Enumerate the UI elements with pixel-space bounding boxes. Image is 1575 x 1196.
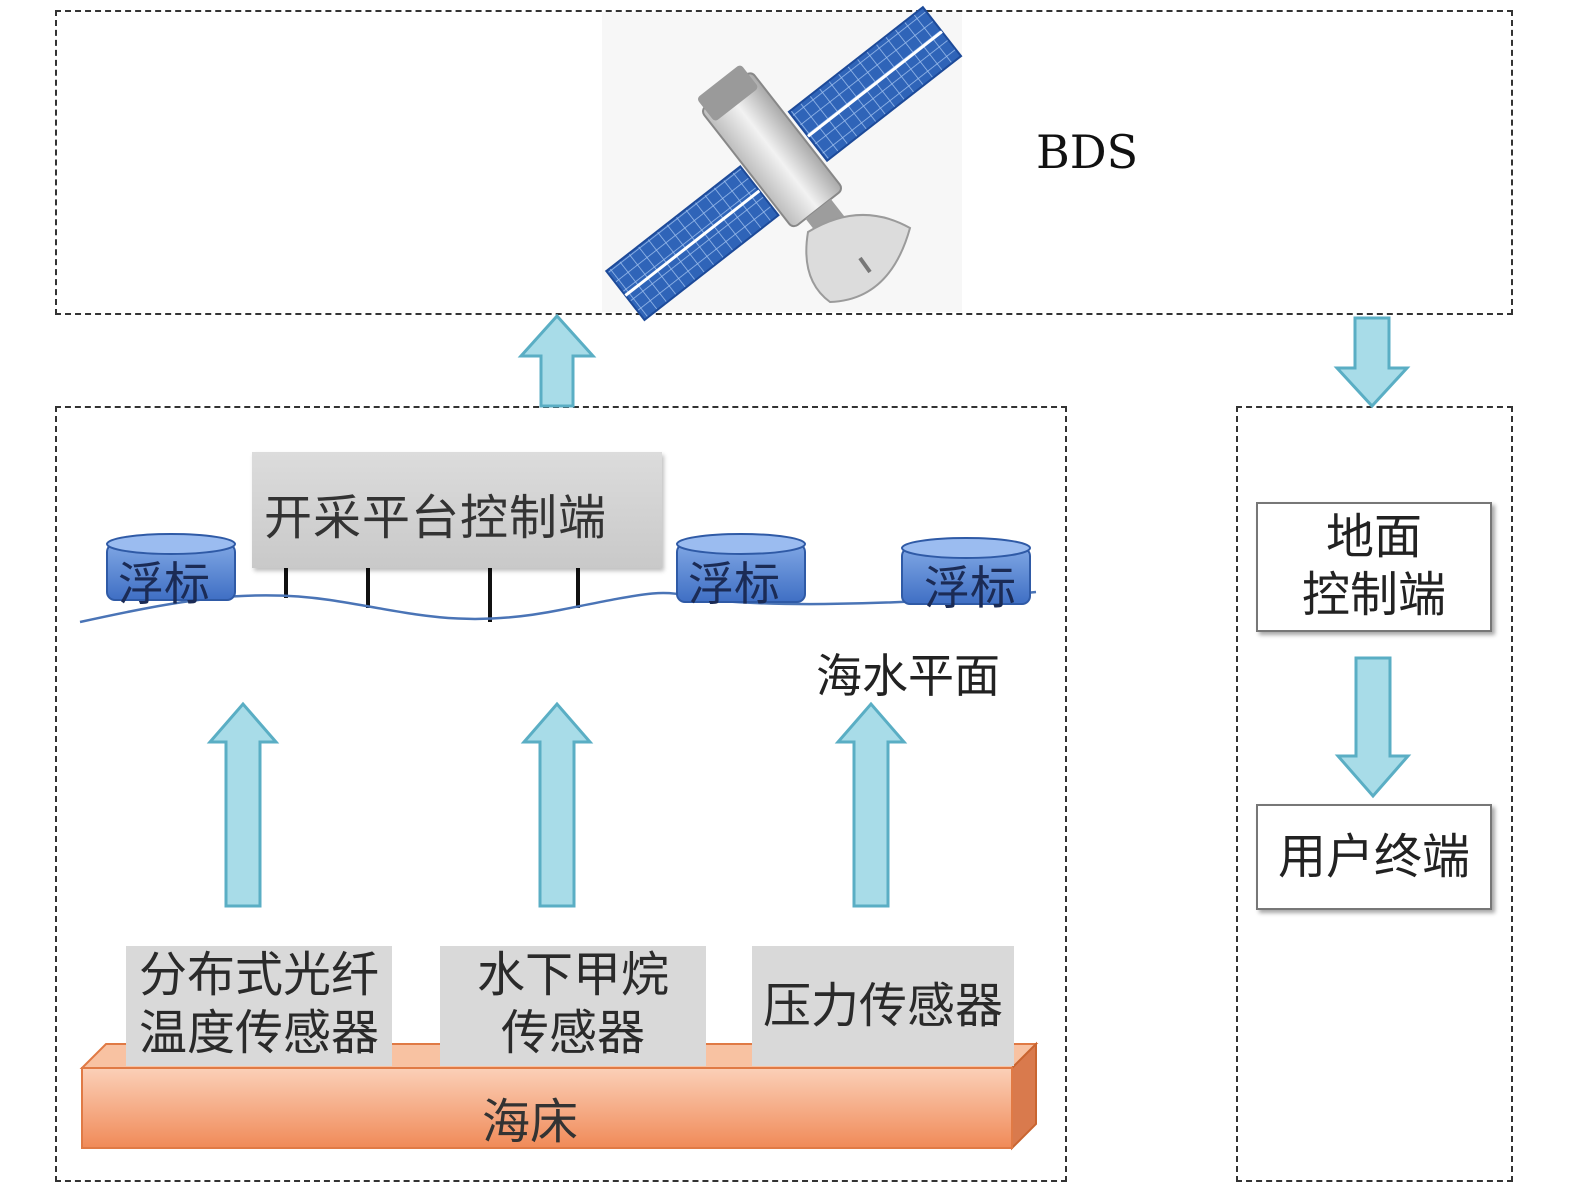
buoy-1-label: 浮标 [118, 557, 210, 611]
pressure-sensor-box: 压力传感器 [752, 946, 1014, 1066]
sensor-2-line1: 水下甲烷 [476, 947, 669, 1003]
sensor-arrow-1 [206, 701, 280, 908]
seabed-label: 海床 [482, 1094, 579, 1150]
downlink-arrow [1333, 316, 1411, 409]
sea-surface-label: 海水平面 [816, 649, 1000, 703]
user-terminal-label: 用户终端 [1277, 829, 1470, 885]
sensor-arrow-3 [834, 701, 908, 908]
satellite-frame [55, 10, 1513, 315]
sensor-1-line2: 温度传感器 [138, 1005, 379, 1061]
ground-to-user-arrow [1334, 656, 1412, 799]
buoy-3 [901, 537, 1031, 605]
sea-surface-line [79, 590, 1037, 624]
buoy-2-label: 浮标 [688, 557, 780, 611]
bds-label: BDS [1036, 125, 1139, 179]
sensor-3-line1: 压力传感器 [762, 978, 1003, 1034]
buoy-1 [106, 533, 236, 601]
sensor-1-line1: 分布式光纤 [138, 947, 379, 1003]
platform-label: 开采平台控制端 [264, 490, 608, 546]
sensor-arrow-2 [520, 701, 594, 908]
platform-control-box: 开采平台控制端 [252, 452, 662, 568]
ground-line2: 控制端 [1301, 567, 1446, 623]
sensor-2-line2: 传感器 [500, 1005, 645, 1061]
uplink-arrow [517, 313, 597, 408]
methane-sensor-box: 水下甲烷 传感器 [440, 946, 706, 1066]
platform-legs [284, 566, 580, 622]
buoy-2 [676, 533, 806, 603]
user-terminal-box: 用户终端 [1256, 804, 1492, 910]
fiber-temp-sensor-box: 分布式光纤 温度传感器 [126, 946, 392, 1066]
satellite-icon [602, 5, 963, 322]
buoy-3-label: 浮标 [924, 561, 1016, 615]
ground-frame [1236, 406, 1513, 1182]
ground-line1: 地面 [1325, 509, 1422, 565]
ground-control-box: 地面 控制端 [1256, 502, 1492, 632]
